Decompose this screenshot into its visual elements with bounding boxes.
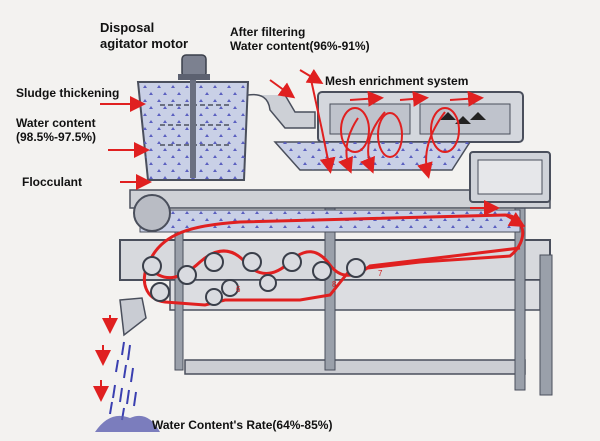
flow-arrows	[93, 68, 526, 402]
falling-cake	[109, 341, 137, 421]
roller-number-7: 7	[378, 269, 383, 278]
agitator-motor	[181, 54, 207, 78]
control-panel	[477, 159, 543, 195]
agitator-blades	[160, 104, 230, 146]
frame-leg	[174, 229, 184, 371]
press-rollers	[142, 252, 366, 306]
flocculant-label: Flocculant	[22, 175, 83, 189]
cake-pile	[95, 415, 160, 432]
transfer-pipe	[247, 93, 316, 129]
base-beam	[184, 359, 526, 375]
drum-swirls	[340, 107, 460, 158]
water-content-input-label: Water content (98.5%-97.5%)	[16, 116, 97, 145]
roller-number-6: 6	[236, 285, 241, 294]
frame-leg	[539, 254, 553, 396]
press-belt-path	[148, 246, 521, 279]
agitator-shaft	[190, 78, 196, 178]
motor-base	[178, 74, 210, 80]
mesh-enrichment-label: Mesh enrichment system	[325, 74, 469, 88]
output-water-rate-label: Water Content's Rate(64%-85%)	[152, 418, 333, 432]
after-filtering-label: After filtering Water content(96%-91%)	[230, 25, 370, 54]
discharge-chute	[119, 297, 147, 337]
sludge-thickening-label: Sludge thickening	[16, 86, 120, 100]
tray-sludge	[275, 142, 470, 170]
disposal-motor-label: Disposal agitator motor	[100, 20, 189, 51]
roller-number-8: 8	[332, 280, 337, 289]
drive-drum	[133, 194, 171, 232]
